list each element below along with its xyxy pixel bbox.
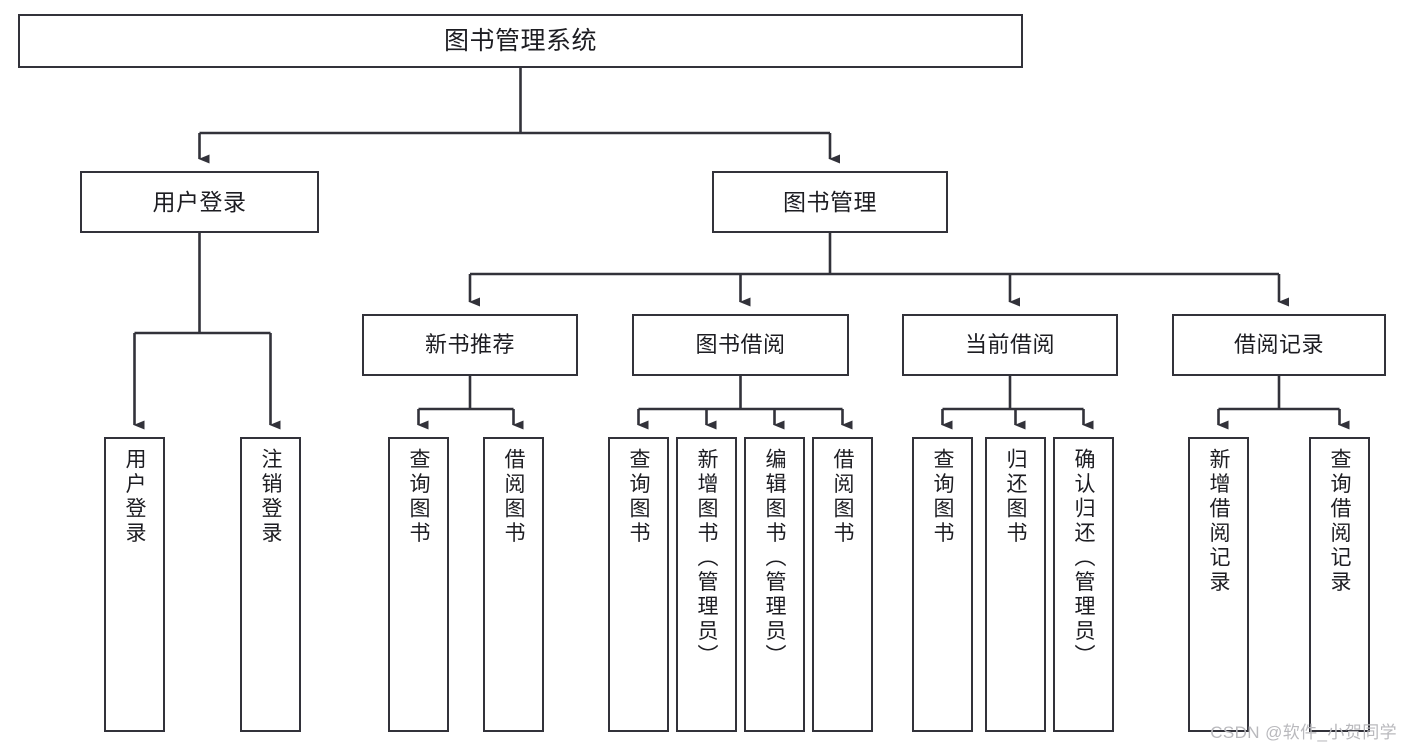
node-label: 用户登录 [152,188,247,215]
node-leaf-nbr-borrow: 借阅图书 [483,437,544,732]
node-label: 图书管理 [783,188,877,215]
node-label: 注销登录 [259,448,282,546]
node-label: 借阅图书 [831,448,854,546]
node-label: 编辑图书（管理员） [763,448,786,669]
node-leaf-bb-borrow: 借阅图书 [812,437,873,732]
node-leaf-br-add: 新增借阅记录 [1188,437,1249,732]
node-l2-borrow-record: 借阅记录 [1172,314,1386,376]
node-label: 图书管理系统 [443,26,597,55]
node-label: 新增借阅记录 [1207,448,1230,595]
node-leaf-bb-edit: 编辑图书（管理员） [744,437,805,732]
node-leaf-user-login: 用户登录 [104,437,165,732]
node-l1-book-manage: 图书管理 [712,171,948,233]
node-l2-book-borrow: 图书借阅 [632,314,849,376]
node-leaf-cb-confirm: 确认归还（管理员） [1053,437,1114,732]
node-label: 图书借阅 [695,332,786,358]
node-leaf-cb-query: 查询图书 [912,437,973,732]
node-leaf-br-query: 查询借阅记录 [1309,437,1370,732]
node-label: 借阅记录 [1233,332,1324,358]
node-leaf-user-logout: 注销登录 [240,437,301,732]
node-leaf-nbr-query: 查询图书 [388,437,449,732]
node-label: 新增图书（管理员） [695,448,718,669]
node-label: 查询图书 [627,448,650,546]
node-label: 查询借阅记录 [1328,448,1351,595]
node-label: 用户登录 [123,448,146,546]
node-label: 查询图书 [931,448,954,546]
node-label: 新书推荐 [424,332,515,358]
node-label: 当前借阅 [964,332,1055,358]
node-root: 图书管理系统 [18,14,1023,68]
node-leaf-bb-query: 查询图书 [608,437,669,732]
node-label: 确认归还（管理员） [1072,448,1095,669]
node-label: 查询图书 [407,448,430,546]
node-l2-current-borrow: 当前借阅 [902,314,1118,376]
node-leaf-bb-add: 新增图书（管理员） [676,437,737,732]
node-label: 借阅图书 [502,448,525,546]
node-leaf-cb-return: 归还图书 [985,437,1046,732]
node-l2-new-book-rec: 新书推荐 [362,314,578,376]
csdn-watermark: CSDN @软件_小贺同学 [1210,723,1397,742]
node-label: 归还图书 [1004,448,1027,546]
node-l1-user-login: 用户登录 [80,171,319,233]
